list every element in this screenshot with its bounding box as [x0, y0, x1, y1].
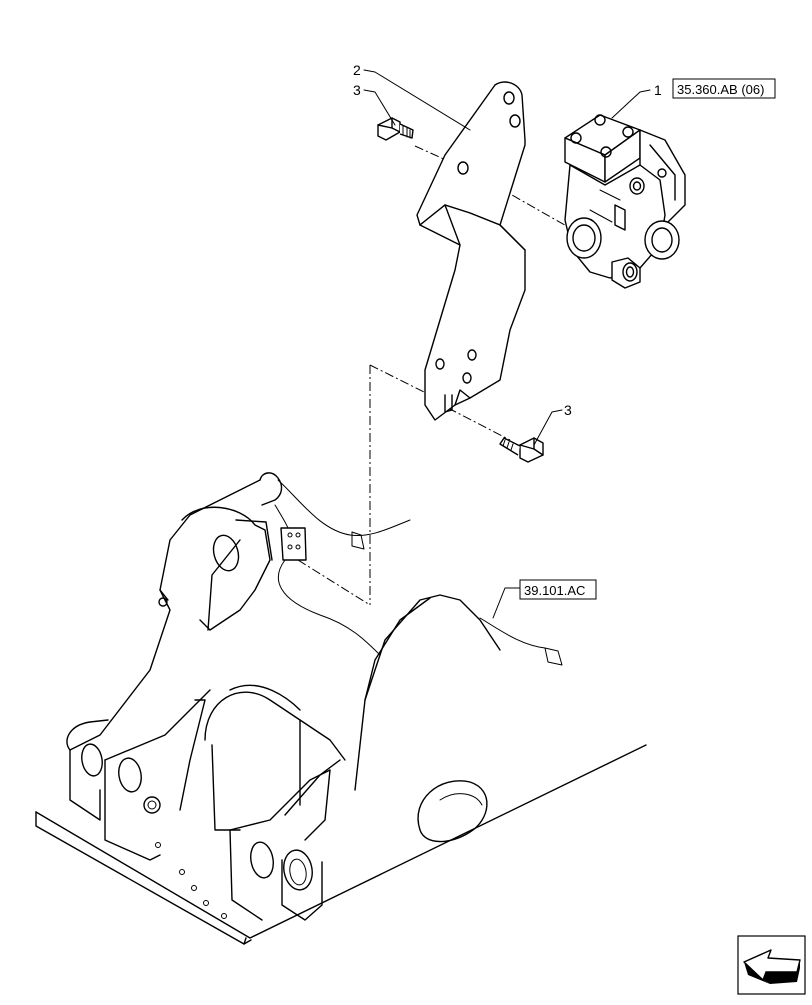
connector-bracket	[280, 527, 307, 561]
direction-arrow-icon	[737, 935, 806, 995]
mounting-bracket	[416, 81, 526, 421]
reference-box-valve[interactable]: 35.360.AB (06)	[672, 78, 776, 99]
callout-item-3-upper: 3	[353, 82, 361, 98]
reference-label-harness: 39.101.AC	[524, 583, 585, 598]
callout-item-1: 1	[654, 82, 662, 98]
callout-item-3-lower: 3	[564, 402, 572, 418]
bolt-upper	[377, 117, 414, 141]
alignment-lines	[297, 145, 571, 606]
chassis-frame	[35, 472, 647, 945]
reference-label-valve: 35.360.AB (06)	[677, 82, 764, 97]
valve-assembly	[564, 114, 686, 289]
leader-lines	[363, 69, 651, 446]
reference-box-harness[interactable]: 39.101.AC	[492, 579, 597, 619]
callout-item-2: 2	[353, 62, 361, 78]
bolt-lower	[499, 437, 544, 463]
